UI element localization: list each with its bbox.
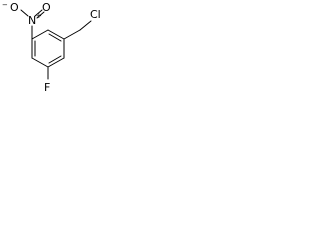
nitro-group: N + O − O xyxy=(2,1,51,40)
ring-bond-c4-c5 xyxy=(31,57,49,68)
ring-bond-c1-c2 xyxy=(47,29,65,40)
fluorine-group: F xyxy=(44,66,50,94)
chemical-structure: N + O − O Cl F xyxy=(2,1,101,94)
ring-bond-c3-c4 xyxy=(47,57,65,68)
bond-nitro-n-to-o-lower xyxy=(34,9,43,17)
ring-double-bond-c3-c4 xyxy=(48,55,62,64)
nitro-o-upper-charge-label: − xyxy=(2,1,8,9)
nitro-o-upper-label: O xyxy=(10,1,19,14)
bond-nitro-n-to-o-upper xyxy=(20,9,29,17)
chlorine-label: Cl xyxy=(90,8,101,21)
nitro-n-charge-label: + xyxy=(36,12,42,20)
bond-nitro-n-to-o-lower-second xyxy=(36,11,45,19)
bond-ch2-to-cl xyxy=(79,20,92,31)
benzene-ring xyxy=(31,29,65,68)
bond-ring-to-ch2 xyxy=(63,29,81,40)
ring-bond-c6-c1 xyxy=(31,29,49,40)
nitro-n-label: N xyxy=(28,14,36,27)
chloromethyl-group: Cl xyxy=(63,8,101,40)
fluorine-label: F xyxy=(44,81,50,94)
nitro-o-lower-label: O xyxy=(42,1,51,14)
ring-double-bond-c1-c2 xyxy=(48,33,62,42)
